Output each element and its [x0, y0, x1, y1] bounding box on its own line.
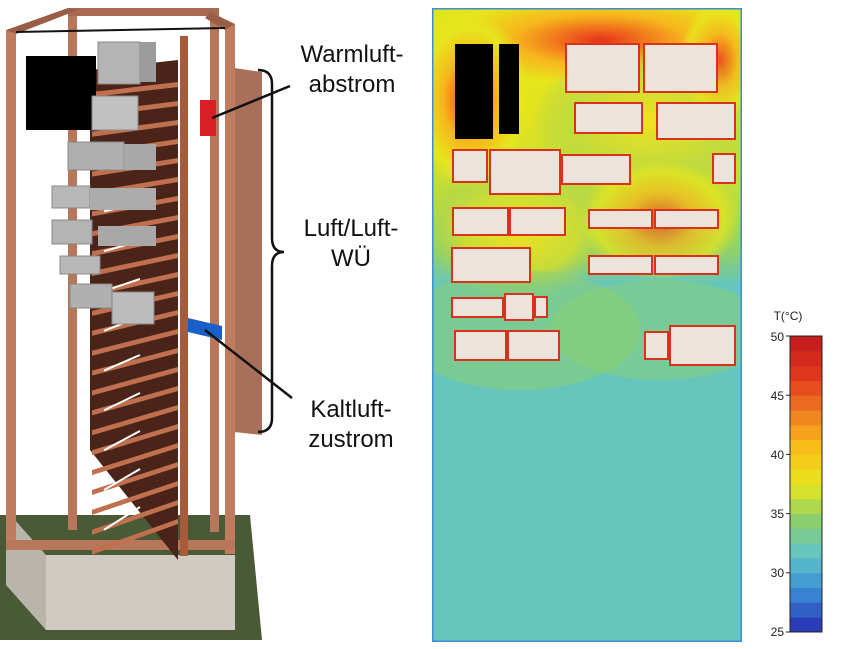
- warm-air-label-line1: Warmluft-: [300, 41, 404, 68]
- mounting-rail: [92, 481, 178, 515]
- mounting-rail: [92, 367, 178, 396]
- thermal-black-component-2: [499, 44, 519, 134]
- cold-air-label-line1: Kaltluft-: [310, 396, 392, 423]
- mounting-rail: [92, 253, 178, 277]
- frame-top-front: [6, 8, 78, 34]
- cold-air-label-line2: zustrom: [308, 426, 394, 453]
- rail-highlight: [103, 506, 141, 531]
- rail-highlight: [103, 392, 141, 412]
- mounting-rail: [92, 82, 178, 97]
- frame-top-side: [205, 12, 235, 30]
- colorbar-tick-label: 50: [770, 330, 784, 344]
- mounting-rail: [92, 424, 178, 456]
- warm-air-label: Warmluft- abstrom: [282, 40, 422, 100]
- colorbar-tick-label: 35: [770, 507, 784, 521]
- rail-highlight: [103, 430, 141, 452]
- cold-air-label: Kaltluft- zustrom: [286, 395, 416, 455]
- mounting-rail: [92, 519, 178, 555]
- mounting-rail: [92, 405, 178, 436]
- plinth: [46, 555, 235, 630]
- thermal-components: [451, 43, 736, 366]
- rail-highlight: [103, 468, 141, 491]
- mounting-rail: [92, 462, 178, 495]
- colorbar-tick-label: 30: [770, 566, 784, 580]
- mounting-rail: [92, 443, 178, 476]
- frame-top-edge: [15, 27, 226, 33]
- mounting-rail: [92, 348, 178, 376]
- frame-bottom-front: [6, 540, 235, 550]
- heat-exchanger-label-line1: Luft/Luft-: [303, 215, 399, 242]
- frame-top-rear: [68, 8, 219, 16]
- frame-rear-right: [210, 12, 219, 532]
- mounting-rail: [92, 272, 178, 296]
- colorbar-tick-label: 45: [770, 389, 784, 403]
- heat-exchanger-label: Luft/Luft- WÜ: [286, 214, 416, 274]
- warm-air-label-line2: abstrom: [308, 71, 396, 98]
- component-blocks: [51, 41, 156, 325]
- frame-front-right: [225, 24, 235, 554]
- heat-exchanger-label-line2: WÜ: [331, 245, 371, 272]
- colorbar-tick-label: 40: [770, 448, 784, 462]
- mounting-rail: [92, 329, 178, 356]
- colorbar-tick-label: 25: [770, 625, 784, 639]
- black-component: [26, 56, 96, 130]
- copper-bar: [180, 36, 188, 556]
- colorbar-title: T(°C): [773, 309, 803, 323]
- mounting-rail: [92, 500, 178, 535]
- frame-front-left: [6, 30, 16, 550]
- rail-highlight: [103, 354, 141, 372]
- mounting-rail: [92, 386, 178, 416]
- thermal-black-component-1: [455, 44, 493, 139]
